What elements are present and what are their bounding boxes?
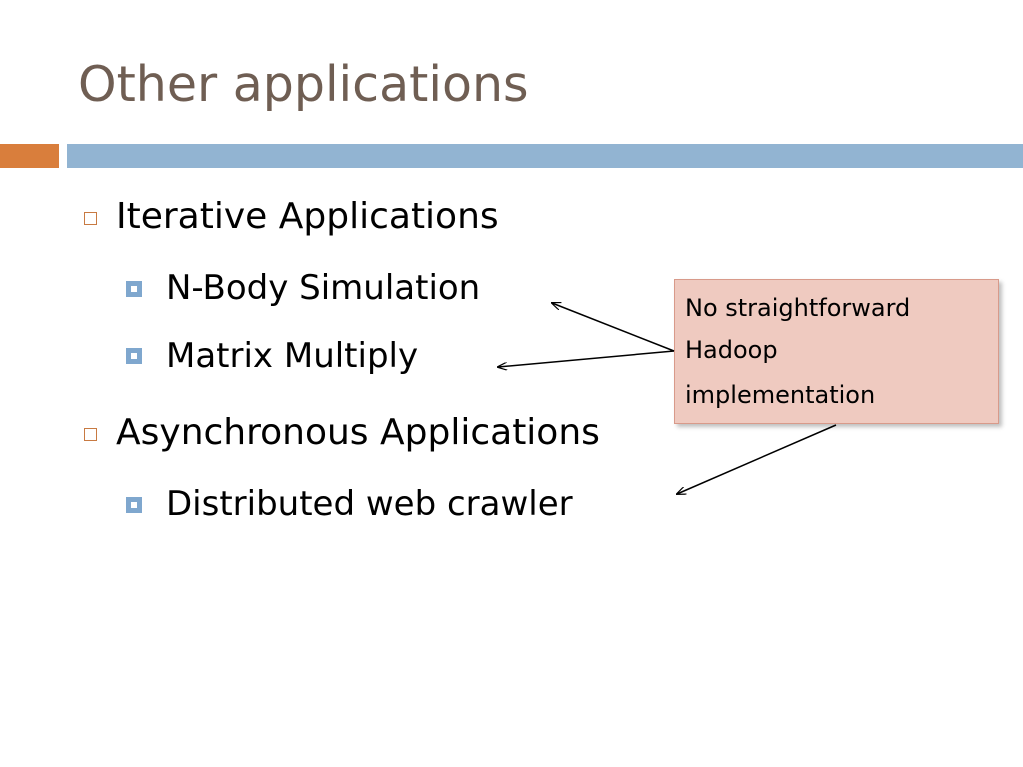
filled-square-bullet-icon — [126, 281, 142, 297]
filled-square-bullet-icon — [126, 497, 142, 513]
bullet-asynchronous-applications: Asynchronous Applications — [116, 412, 600, 453]
bullet-iterative-applications: Iterative Applications — [116, 196, 499, 237]
bullet-n-body-simulation: N-Body Simulation — [166, 268, 481, 308]
callout-line: Hadoop — [685, 336, 778, 364]
square-bullet-icon — [84, 428, 97, 441]
callout-line: No straightforward — [685, 294, 911, 322]
arrow-to-web-crawler — [677, 424, 837, 494]
orange-accent-bar — [0, 144, 59, 168]
arrow-to-n-body — [552, 303, 675, 352]
callout-box: No straightforward Hadoop implementation — [674, 279, 999, 424]
slide-title: Other applications — [78, 56, 529, 113]
callout-line: implementation — [685, 381, 876, 409]
blue-accent-bar — [67, 144, 1023, 168]
bullet-distributed-web-crawler: Distributed web crawler — [166, 484, 573, 524]
filled-square-bullet-icon — [126, 348, 142, 364]
bullet-matrix-multiply: Matrix Multiply — [166, 336, 419, 376]
arrow-to-matrix-multiply — [498, 350, 675, 367]
square-bullet-icon — [84, 212, 97, 225]
